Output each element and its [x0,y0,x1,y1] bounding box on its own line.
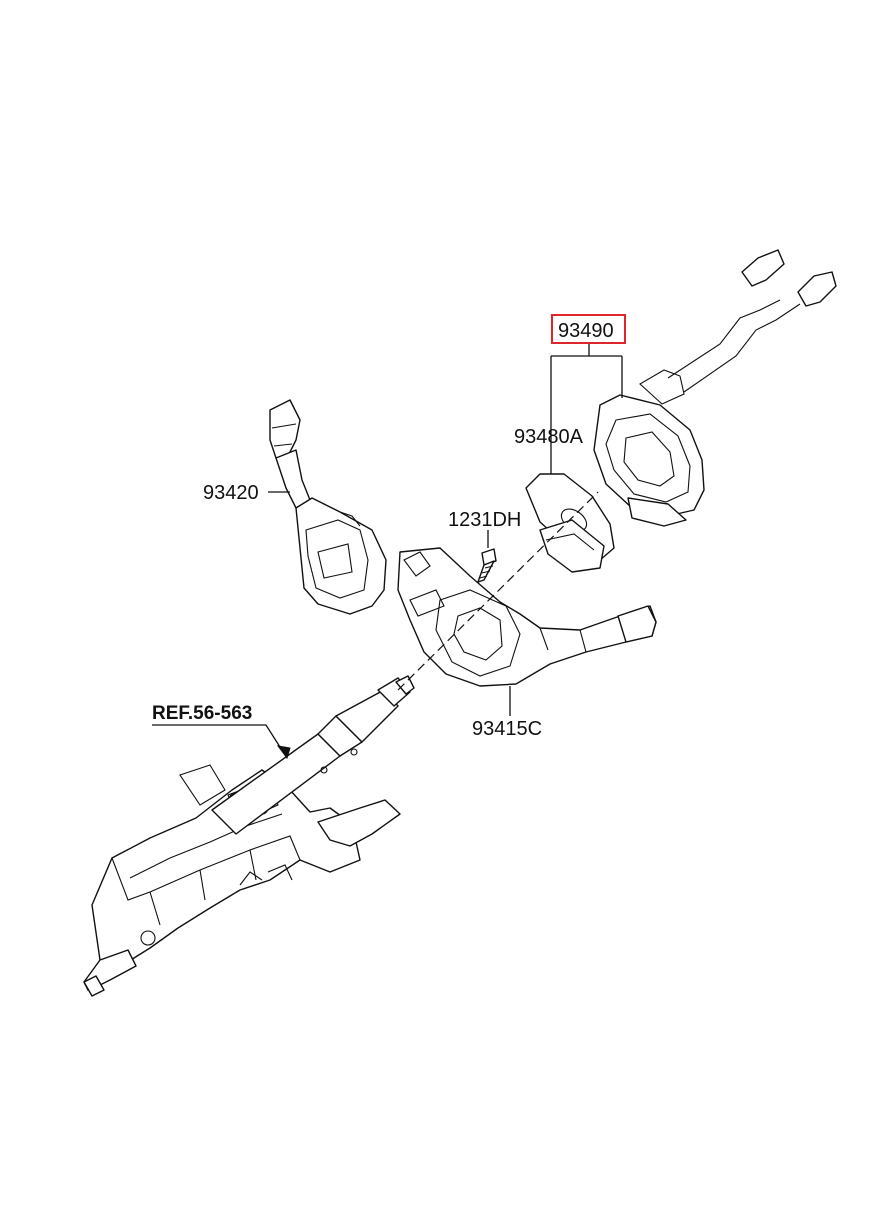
label-1231dh[interactable]: 1231DH [448,509,521,531]
leader-lines [152,343,623,760]
part-highlight-box [551,314,626,344]
label-93480a[interactable]: 93480A [514,426,584,448]
light-switch [397,547,657,687]
label-93490[interactable]: 93490 [558,320,614,342]
angle-sensor [525,473,615,573]
screw [477,548,497,583]
wiper-switch [269,399,387,615]
label-93415c[interactable]: 93415C [472,718,542,740]
clock-spring [593,249,837,527]
label-ref-56-563[interactable]: REF.56-563 [152,703,252,724]
steering-column [83,675,415,997]
assembly-axis-line [397,491,599,691]
label-93420[interactable]: 93420 [203,482,259,504]
